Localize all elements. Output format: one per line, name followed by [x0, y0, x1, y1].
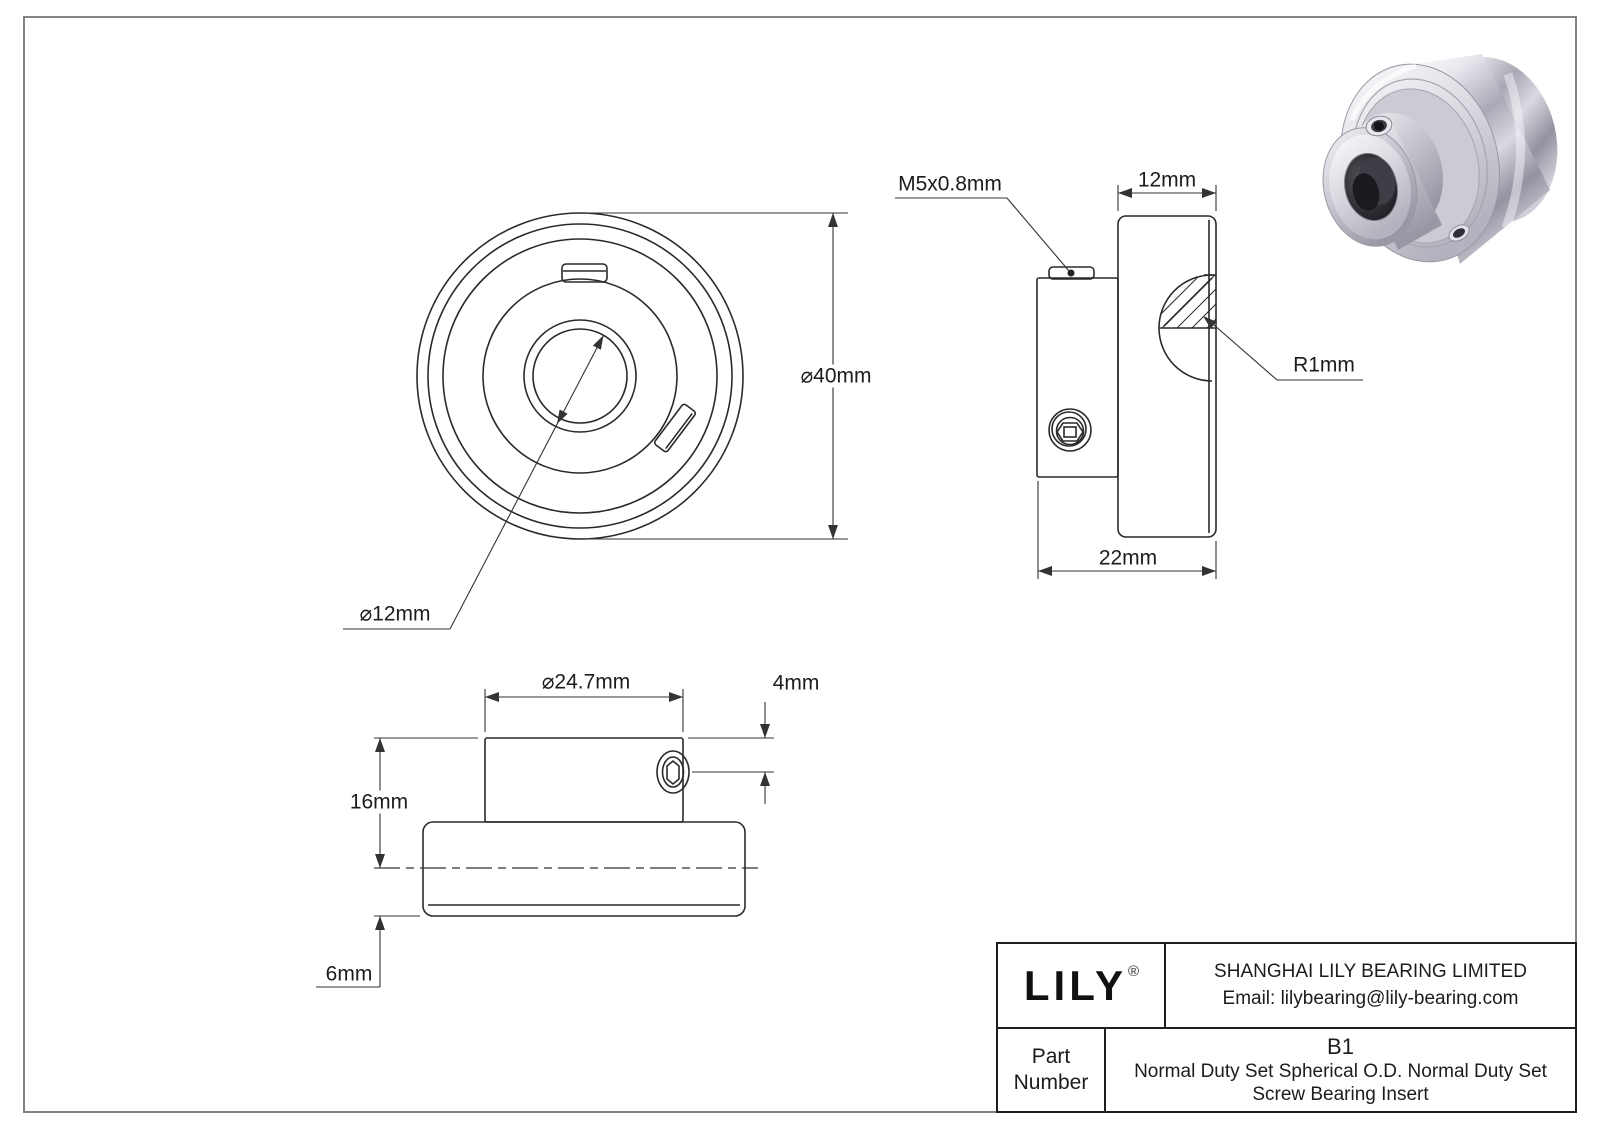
front-top-screw-boss [561, 263, 608, 283]
title-block-row-company: LILY® SHANGHAI LILY BEARING LIMITED Emai… [998, 944, 1575, 1029]
label-fillet-radius: R1mm [1293, 353, 1355, 377]
side-hex-set-screw [1048, 408, 1092, 452]
side-leader-m5 [895, 197, 1070, 272]
front-outer-ring-circle [427, 223, 733, 529]
section-view [316, 689, 774, 988]
side-outer-ring-rect [1117, 215, 1217, 538]
front-bore-circle [532, 328, 628, 424]
part-label-line2: Number [1013, 1071, 1089, 1094]
front-bore-chamfer-circle [523, 319, 637, 433]
label-bore-diameter: ⌀12mm [359, 602, 431, 626]
side-dim-22mm [1037, 481, 1217, 579]
company-logo: LILY® [998, 944, 1166, 1027]
side-leader-r1 [1203, 316, 1363, 381]
front-side-screw-boss [653, 403, 697, 453]
logo-text: LILY [1023, 961, 1128, 1009]
front-inner-ring-circle [482, 278, 678, 474]
section-dim-4mm [688, 702, 774, 804]
label-screw-offset: 4mm [772, 671, 820, 695]
part-label-line1: Part [1031, 1045, 1071, 1068]
side-screw-boss-rect [1048, 266, 1095, 280]
label-outer-diameter: ⌀40mm [796, 364, 876, 388]
front-outer-sphere-circle [416, 212, 744, 540]
label-bottom-offset: 6mm [325, 962, 373, 986]
section-outer-ring-rect [422, 821, 746, 917]
label-set-screw-thread: M5x0.8mm [898, 172, 1002, 196]
section-set-screw [656, 750, 690, 794]
bearing-3d-render [1322, 54, 1558, 264]
render-set-screw-hole [1365, 115, 1393, 137]
section-hatching [1159, 275, 1216, 328]
registered-trademark-icon: ® [1128, 963, 1140, 980]
label-side-inner-width: 12mm [1137, 168, 1197, 192]
company-name: SHANGHAI LILY BEARING LIMITED [1214, 961, 1527, 982]
part-description: Normal Duty Set Spherical O.D. Normal Du… [1134, 1061, 1547, 1105]
front-view [343, 212, 848, 630]
drawing-frame-border [23, 16, 1577, 1113]
part-number-label-cell: Part Number [998, 1029, 1106, 1111]
company-email: Email: lilybearing@lily-bearing.com [1222, 988, 1519, 1009]
front-dim-12mm-leader [343, 335, 604, 630]
part-description-cell: B1 Normal Duty Set Spherical O.D. Normal… [1106, 1029, 1575, 1111]
part-number-value: B1 [1327, 1034, 1354, 1059]
label-collar-height: 16mm [345, 790, 413, 814]
section-collar-rect [484, 737, 684, 823]
side-dim-12mm [1117, 185, 1217, 211]
label-side-overall-width: 22mm [1098, 546, 1158, 570]
section-dim-6mm [316, 915, 420, 988]
label-collar-diameter: ⌀24.7mm [541, 670, 631, 694]
render-bore [1343, 152, 1399, 222]
side-ball-pocket [1158, 274, 1216, 382]
side-collar-rect [1036, 277, 1119, 478]
title-block-row-part: Part Number B1 Normal Duty Set Spherical… [998, 1029, 1575, 1111]
side-view [895, 185, 1363, 579]
front-raceway-circle [442, 238, 718, 514]
side-screw-point [1067, 269, 1075, 277]
render-second-screw-hole [1448, 224, 1470, 242]
section-dim-24-7mm [484, 689, 684, 732]
company-info-cell: SHANGHAI LILY BEARING LIMITED Email: lil… [1166, 944, 1575, 1027]
title-block: LILY® SHANGHAI LILY BEARING LIMITED Emai… [996, 942, 1577, 1113]
section-dim-16mm [374, 737, 478, 868]
